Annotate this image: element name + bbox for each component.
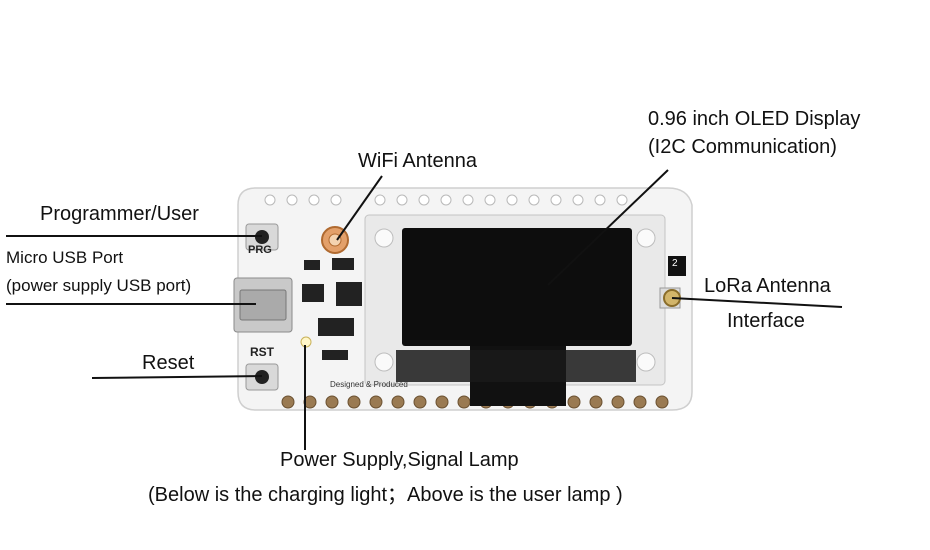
silk-designed: Designed & Produced (330, 380, 408, 389)
top-header-pins (264, 194, 628, 206)
chip-3 (302, 284, 324, 302)
silk-prg: PRG (248, 244, 272, 256)
oled-screen (402, 228, 632, 346)
pointer-lines (6, 169, 843, 450)
reset-pointer (91, 375, 263, 379)
lora-pointer (671, 297, 843, 308)
label-power-line1: Power Supply,Signal Lamp (280, 449, 519, 471)
label-lora-line2: Interface (727, 310, 805, 332)
label-oled-line2: (I2C Communication) (648, 136, 837, 158)
label-micro-usb-line1: Micro USB Port (6, 248, 124, 267)
label-programmer-user: Programmer/User (40, 203, 199, 225)
label-oled-line1: 0.96 inch OLED Display (648, 108, 861, 130)
chip-4 (336, 282, 362, 306)
label-micro-usb-line2: (power supply USB port) (6, 276, 192, 295)
silk-rst: RST (250, 345, 274, 359)
chip-6 (322, 350, 348, 360)
label-wifi-antenna: WiFi Antenna (358, 150, 477, 172)
label-lora-line1: LoRa Antenna (704, 275, 831, 297)
chip-1 (304, 260, 320, 270)
oled-pointer (547, 169, 669, 286)
wifi-pointer (336, 175, 383, 241)
chip-5 (318, 318, 354, 336)
chip-2 (332, 258, 354, 270)
label-power-line2: (Below is the charging light；Above is th… (148, 484, 623, 506)
label-reset: Reset (142, 352, 195, 374)
silk-corner: 2 (672, 258, 678, 269)
